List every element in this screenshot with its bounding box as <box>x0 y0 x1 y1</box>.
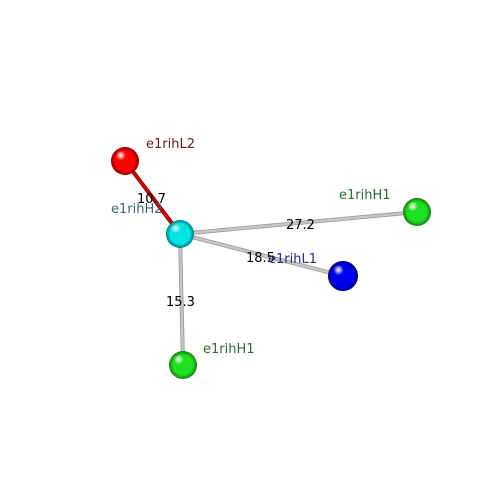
node-label-H2: e1rihH2 <box>111 202 163 217</box>
node-H1b <box>169 351 197 379</box>
edge-label-H2-H1b: 15.3 <box>166 295 195 310</box>
edge-H2-L2 <box>123 159 182 236</box>
node-labels-layer: e1rihL2 e1rihH2 e1rihH1 e1rihL1 e1rihH1 <box>111 137 391 357</box>
node-H1a <box>403 198 431 226</box>
node-label-H1b: e1rihH1 <box>203 342 255 357</box>
edge-H2-H1a <box>178 210 419 236</box>
node-label-L1: e1rihL1 <box>268 252 317 267</box>
nodes-layer <box>111 147 431 379</box>
edge-label-H2-L1: 18.5 <box>246 251 275 266</box>
edge-label-H2-L2: 10.7 <box>137 192 166 207</box>
node-label-L2: e1rihL2 <box>146 137 195 152</box>
edge-labels-layer: 10.7 27.2 18.5 15.3 <box>137 192 315 310</box>
edge-H2-L1 <box>178 232 345 278</box>
node-label-H1a: e1rihH1 <box>339 188 391 203</box>
node-L1 <box>328 261 358 291</box>
node-L2 <box>111 147 139 175</box>
edge-label-H2-H1a: 27.2 <box>286 218 315 233</box>
edges-layer <box>123 159 419 367</box>
edge-H2-H1b <box>178 232 185 367</box>
node-H2 <box>166 220 194 248</box>
